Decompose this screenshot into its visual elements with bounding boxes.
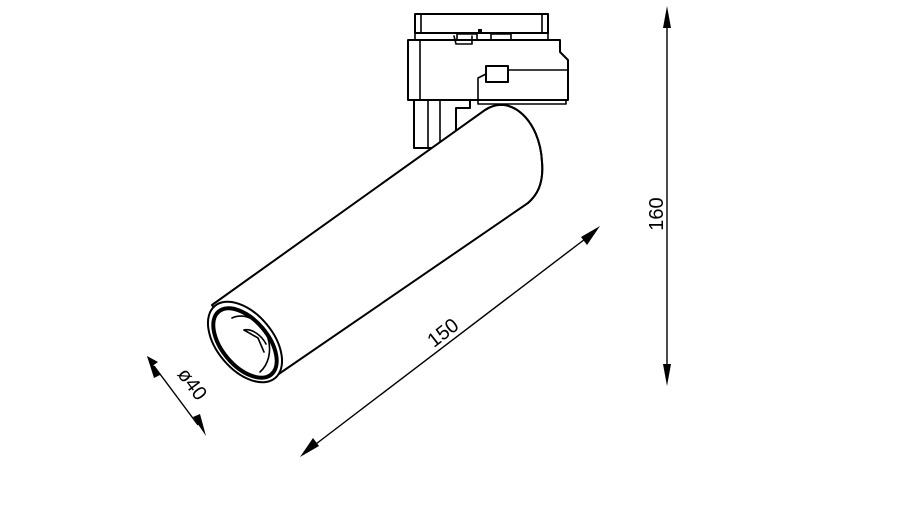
height-label: 160 (646, 197, 668, 230)
arrow-lower-right-icon (193, 414, 206, 436)
arrow-upper-right-icon (581, 226, 600, 245)
arrow-lower-left-icon (300, 438, 319, 457)
length-label: 150 (423, 314, 463, 352)
front-lens-opening (206, 300, 284, 384)
height-dimension: 160 (646, 6, 671, 386)
cylinder-body (211, 103, 544, 381)
diameter-dimension: ø40 (147, 356, 211, 436)
arrow-upper-left-icon (147, 356, 158, 367)
arrow-down-icon (663, 364, 671, 386)
arrow-up-icon (663, 6, 671, 28)
